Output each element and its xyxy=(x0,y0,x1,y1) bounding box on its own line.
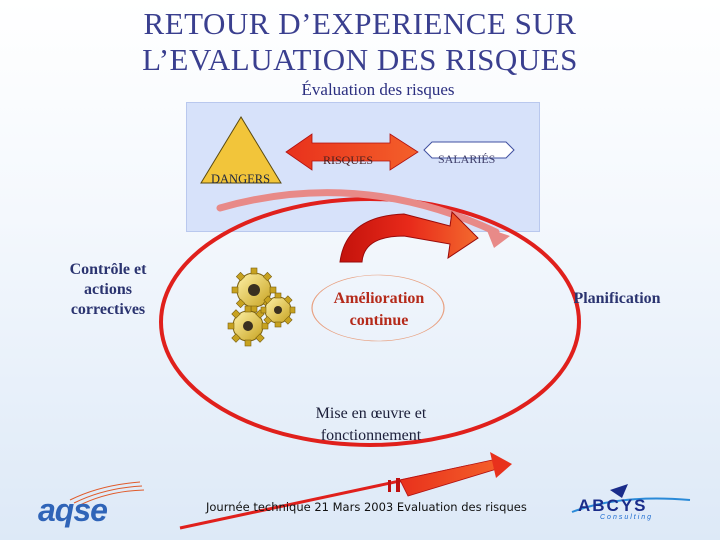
mise-line-1: Mise en œuvre et xyxy=(315,405,427,422)
improvement-arrow xyxy=(339,210,479,263)
abcys-logo: ABCYS xyxy=(578,496,648,515)
salaries-label: SALARIÉS xyxy=(438,152,496,166)
risques-label: RISQUES xyxy=(323,153,374,167)
amelioration-ring xyxy=(311,274,445,342)
mise-line-2: fonctionnement xyxy=(320,427,422,444)
bottom-arrow-tick xyxy=(388,480,391,492)
footer-text: Journée technique 21 Mars 2003 Evaluatio… xyxy=(206,500,527,514)
aqse-logo-swoosh xyxy=(69,481,145,507)
amelioration-label: Amélioration continue xyxy=(314,288,444,332)
risk-flow-band xyxy=(216,189,500,236)
abcys-logo-sub: Consulting xyxy=(600,514,654,521)
page-title: RETOUR D’EXPERIENCE SUR L’EVALUATION DES… xyxy=(0,6,720,78)
controle-line-2: actions xyxy=(84,281,132,298)
controle-line-3: correctives xyxy=(70,301,146,318)
controle-line-1: Contrôle et xyxy=(69,261,147,278)
title-line-2: L’EVALUATION DES RISQUES xyxy=(142,42,578,77)
dangers-label: DANGERS xyxy=(211,172,271,186)
amelioration-line-2: continue xyxy=(349,312,409,329)
title-line-1: RETOUR D’EXPERIENCE SUR xyxy=(143,6,577,41)
controle-label: Contrôle et actions correctives xyxy=(48,260,168,320)
subtitle: Évaluation des risques xyxy=(301,80,455,99)
dangers-triangle xyxy=(200,116,282,184)
bottom-arrow xyxy=(399,459,501,497)
bottom-arrow-tick xyxy=(396,478,400,492)
aqse-logo: aqse xyxy=(38,492,108,528)
risques-double-arrow xyxy=(285,133,419,171)
abcys-logo-swoosh xyxy=(571,484,691,513)
amelioration-line-1: Amélioration xyxy=(333,290,425,307)
mise-en-oeuvre-label: Mise en œuvre et fonctionnement xyxy=(286,403,456,447)
gears-icon xyxy=(227,267,296,347)
planification-label: Planification xyxy=(573,290,661,307)
cycle-ring xyxy=(159,197,581,447)
salaries-box xyxy=(423,141,515,159)
bottom-arrow-head xyxy=(490,452,512,478)
risk-flow-band-head xyxy=(486,228,510,248)
